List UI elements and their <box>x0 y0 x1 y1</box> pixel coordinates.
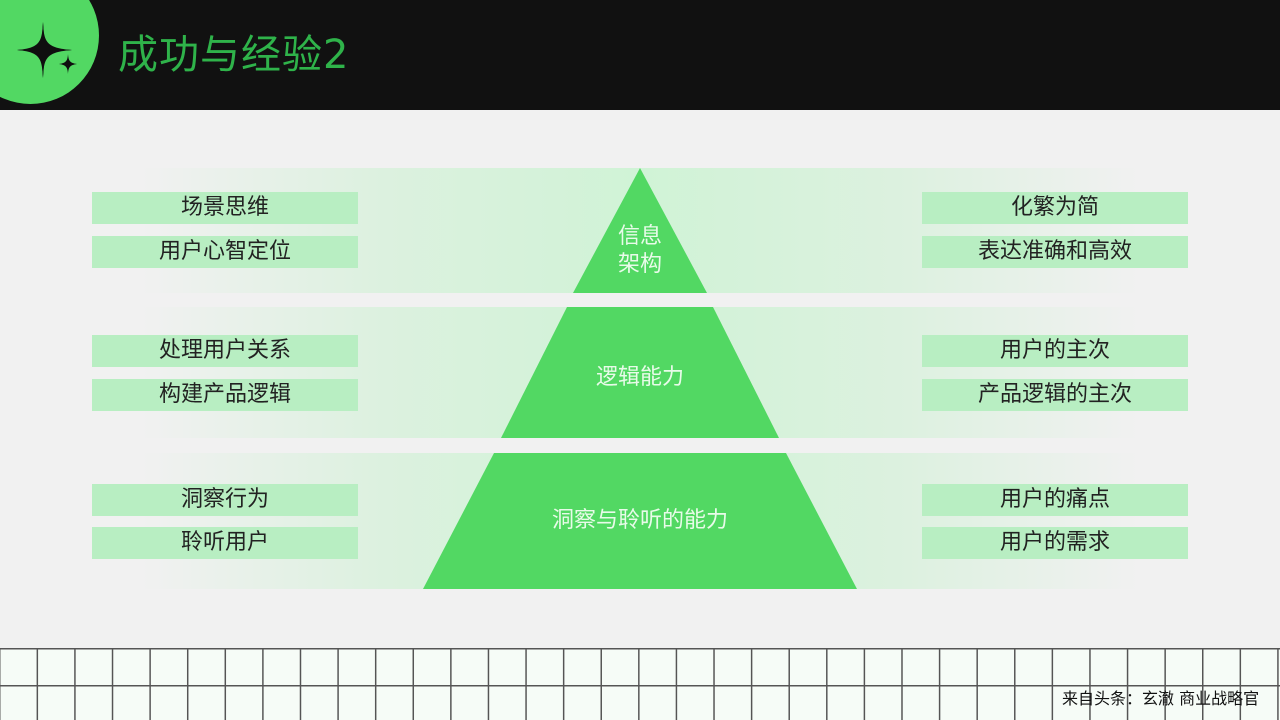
decorative-grid <box>0 648 1280 720</box>
level3-right-item: 用户的需求 <box>922 527 1188 559</box>
level1-left-item: 场景思维 <box>92 192 358 224</box>
level2-left-item: 构建产品逻辑 <box>92 379 358 411</box>
pyramid-top-label-line1: 信息 <box>617 224 663 249</box>
pyramid-bottom-label: 洞察与聆听的能力 <box>551 508 729 533</box>
pyramid-middle-trapezoid <box>501 307 779 438</box>
level3-left-item: 聆听用户 <box>92 527 358 559</box>
header-bar: 成功与经验2 <box>0 0 1280 110</box>
pyramid-top-label-line2: 架构 <box>617 252 663 277</box>
sparkle-icon <box>17 22 77 78</box>
level1-right-item: 化繁为简 <box>922 192 1188 224</box>
source-watermark: 来自头条：玄澈 商业战略官 <box>1062 689 1260 708</box>
level1-right-item: 表达准确和高效 <box>922 236 1188 268</box>
level3-left-item: 洞察行为 <box>92 484 358 516</box>
pyramid-top-triangle <box>573 168 707 293</box>
level2-left-item: 处理用户关系 <box>92 335 358 367</box>
level3-right-item: 用户的痛点 <box>922 484 1188 516</box>
level2-right-item: 产品逻辑的主次 <box>922 379 1188 411</box>
pyramid-middle-label: 逻辑能力 <box>595 365 685 390</box>
page-title: 成功与经验2 <box>118 32 350 78</box>
pyramid-bottom-trapezoid <box>423 453 857 589</box>
pyramid-top-label: 信息 架构 <box>618 223 662 279</box>
level1-left-item: 用户心智定位 <box>92 236 358 268</box>
level2-right-item: 用户的主次 <box>922 335 1188 367</box>
